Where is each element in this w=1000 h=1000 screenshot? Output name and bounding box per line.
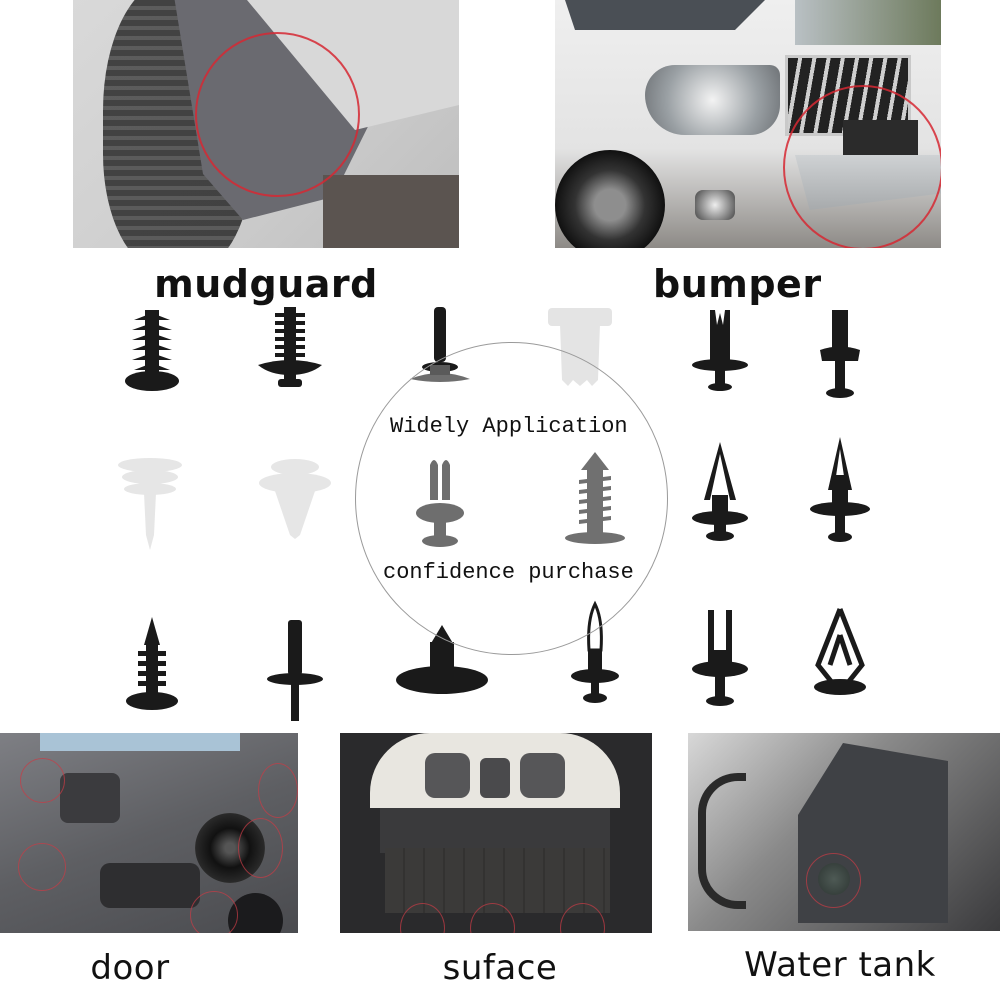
highlight-circle-icon [238,818,283,878]
caption-water-tank: Water tank [744,945,936,985]
highlight-circle-icon [195,32,360,197]
mudguard-photo [73,0,459,248]
door-cutout-shape [100,863,200,908]
tagline-confidence-purchase: confidence purchase [383,560,634,585]
caption-door: door [90,948,170,988]
clip-split-rivet-icon [692,610,748,706]
clip-fir-tree-small-icon [126,617,178,710]
highlight-circle-icon [783,85,941,248]
caption-mudguard: mudguard [154,262,378,306]
clip-white-trim-icon [259,459,331,539]
hose-shape [698,773,746,909]
foglight-shape [695,190,735,220]
trunk-wall-shape [380,808,610,853]
clip-split-shank-icon [692,310,748,391]
highlight-circle-icon [806,853,861,908]
clip-split-shank-rivet-icon [820,310,860,398]
clip-white-screw-icon [118,458,182,550]
highlight-circle-icon [20,758,65,803]
tagline-widely-application: Widely Application [390,414,628,439]
seat-left-shape [425,753,470,798]
door-cutout-top-shape [60,773,120,823]
trunk-floor-shape [385,848,610,913]
clip-expanding-icon [814,608,866,695]
highlight-circle-icon [18,843,66,891]
clip-fir-tree-umbrella-icon [258,307,322,387]
highlight-circle-icon [258,763,298,818]
background-cars-shape [795,0,941,45]
windshield-shape [565,0,765,30]
seat-right-shape [520,753,565,798]
wheel-shape [555,150,665,248]
bumper-photo [555,0,941,248]
center-badge-circle [355,342,668,655]
surface-photo [340,733,652,933]
clip-arrow-icon [692,442,748,541]
clip-fir-tree-icon [125,310,179,391]
clip-long-shank-rivet-icon [267,620,323,721]
window-strip-shape [40,733,240,751]
seat-middle-shape [480,758,510,798]
caption-surface: suface [442,948,558,988]
caption-bumper: bumper [653,262,822,306]
door-photo [0,733,298,933]
clip-loop-icon [571,600,619,703]
highlight-circle-icon [190,891,238,933]
ground-shape [323,175,459,248]
headlight-shape [645,65,780,135]
clip-arrow-long-icon [810,437,870,542]
water-tank-photo [688,733,1000,931]
